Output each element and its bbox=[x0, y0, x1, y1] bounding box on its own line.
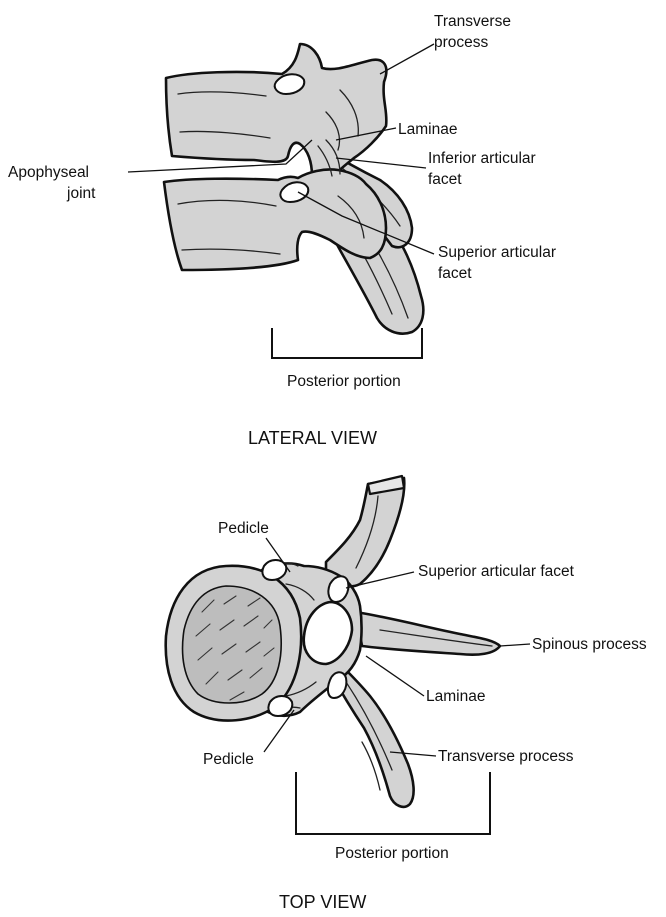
label-spinous-process: Spinous process bbox=[532, 636, 647, 653]
label-apophyseal-joint-1: Apophyseal bbox=[8, 164, 89, 181]
svg-text:joint: joint bbox=[66, 185, 96, 202]
label-superior-facet-1: Superior articular bbox=[438, 244, 556, 261]
svg-text:process: process bbox=[434, 34, 489, 51]
label-inferior-facet-1: Inferior articular bbox=[428, 150, 536, 167]
lateral-view: Transverse process Laminae Apophyseal jo… bbox=[8, 13, 556, 448]
leader-transverse-process bbox=[380, 44, 434, 74]
upper-transverse-process bbox=[326, 478, 404, 586]
lateral-view-title: LATERAL VIEW bbox=[248, 428, 377, 448]
label-pedicle-upper: Pedicle bbox=[218, 520, 269, 537]
label-top-posterior-portion: Posterior portion bbox=[335, 845, 449, 862]
svg-text:Transverse: Transverse bbox=[434, 13, 511, 30]
label-top-laminae: Laminae bbox=[426, 688, 485, 705]
leader-laminae bbox=[366, 656, 424, 696]
svg-text:facet: facet bbox=[428, 171, 462, 188]
svg-text:Superior articular: Superior articular bbox=[438, 244, 556, 261]
svg-text:Inferior articular: Inferior articular bbox=[428, 150, 536, 167]
spinous-process bbox=[356, 612, 500, 655]
vertebral-body-cancellous bbox=[183, 586, 282, 703]
label-superior-articular-facet: Superior articular facet bbox=[418, 563, 575, 580]
svg-text:facet: facet bbox=[438, 265, 472, 282]
label-apophyseal-joint-2: joint bbox=[66, 185, 96, 202]
label-lateral-posterior-portion: Posterior portion bbox=[287, 373, 401, 390]
leader-spinous-process bbox=[500, 644, 530, 646]
top-view: Pedicle Superior articular facet Spinous… bbox=[166, 476, 647, 912]
label-superior-facet-2: facet bbox=[438, 265, 472, 282]
svg-text:Apophyseal: Apophyseal bbox=[8, 164, 89, 181]
label-inferior-facet-2: facet bbox=[428, 171, 462, 188]
lower-pedicle-oval bbox=[268, 696, 292, 716]
top-view-title: TOP VIEW bbox=[279, 892, 366, 912]
label-top-transverse-process: Transverse process bbox=[438, 748, 574, 765]
label-transverse-process-2: process bbox=[434, 34, 489, 51]
label-transverse-process-1: Transverse bbox=[434, 13, 511, 30]
label-pedicle-lower: Pedicle bbox=[203, 751, 254, 768]
label-laminae: Laminae bbox=[398, 121, 457, 138]
upper-vertebra bbox=[166, 44, 386, 184]
upper-pedicle-oval bbox=[262, 560, 286, 580]
